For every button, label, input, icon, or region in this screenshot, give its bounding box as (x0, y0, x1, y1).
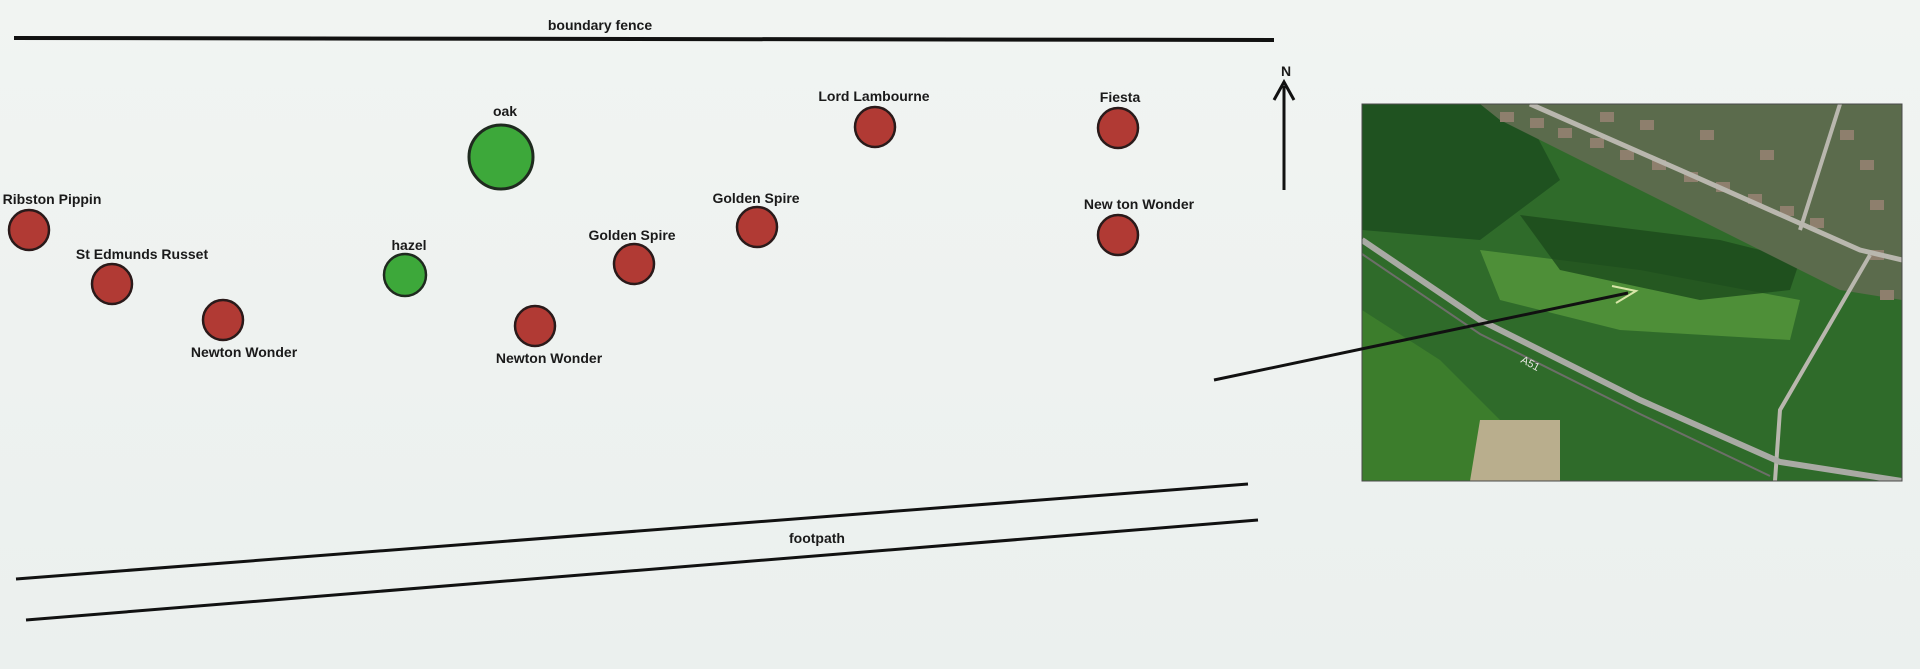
tree-label: Lord Lambourne (818, 88, 929, 104)
tree-oak (467, 123, 535, 191)
tree-newton-wonder-left (201, 298, 245, 342)
tree-label: hazel (391, 237, 426, 253)
tree-ribston-pippin (7, 208, 51, 252)
north-arrow-head (1272, 78, 1296, 101)
tree-label: Ribston Pippin (3, 191, 102, 207)
tree-lord-lambourne (853, 105, 897, 149)
tree-group: Ribston Pippin St Edmunds Russet Newton … (3, 88, 1195, 366)
tree-label: New ton Wonder (1084, 196, 1195, 212)
north-label: N (1281, 63, 1291, 79)
boundary-fence-line (13, 36, 1275, 42)
tree-label: Golden Spire (588, 227, 675, 243)
tree-label: St Edmunds Russet (76, 246, 209, 262)
tree-fiesta (1096, 106, 1140, 150)
tree-label: Newton Wonder (496, 350, 603, 366)
location-pointer-arrow (1213, 291, 1629, 382)
tree-newton-wonder-right (1096, 213, 1140, 257)
footpath-label: footpath (789, 530, 845, 546)
footpath-line-lower (25, 518, 1259, 622)
tree-newton-wonder-middle (513, 304, 557, 348)
tree-st-edmunds-russet (90, 262, 134, 306)
tree-label: Newton Wonder (191, 344, 298, 360)
tree-label: oak (493, 103, 517, 119)
footpath-line-upper (15, 482, 1249, 581)
tree-label: Fiesta (1100, 89, 1141, 105)
tree-label: Golden Spire (712, 190, 799, 206)
tree-golden-spire-lower (612, 242, 656, 286)
boundary-fence-label: boundary fence (548, 17, 652, 33)
location-pointer-head (1611, 285, 1639, 304)
aerial-map: A51 (1361, 103, 1903, 482)
tree-golden-spire-upper (735, 205, 779, 249)
tree-hazel (382, 252, 428, 298)
